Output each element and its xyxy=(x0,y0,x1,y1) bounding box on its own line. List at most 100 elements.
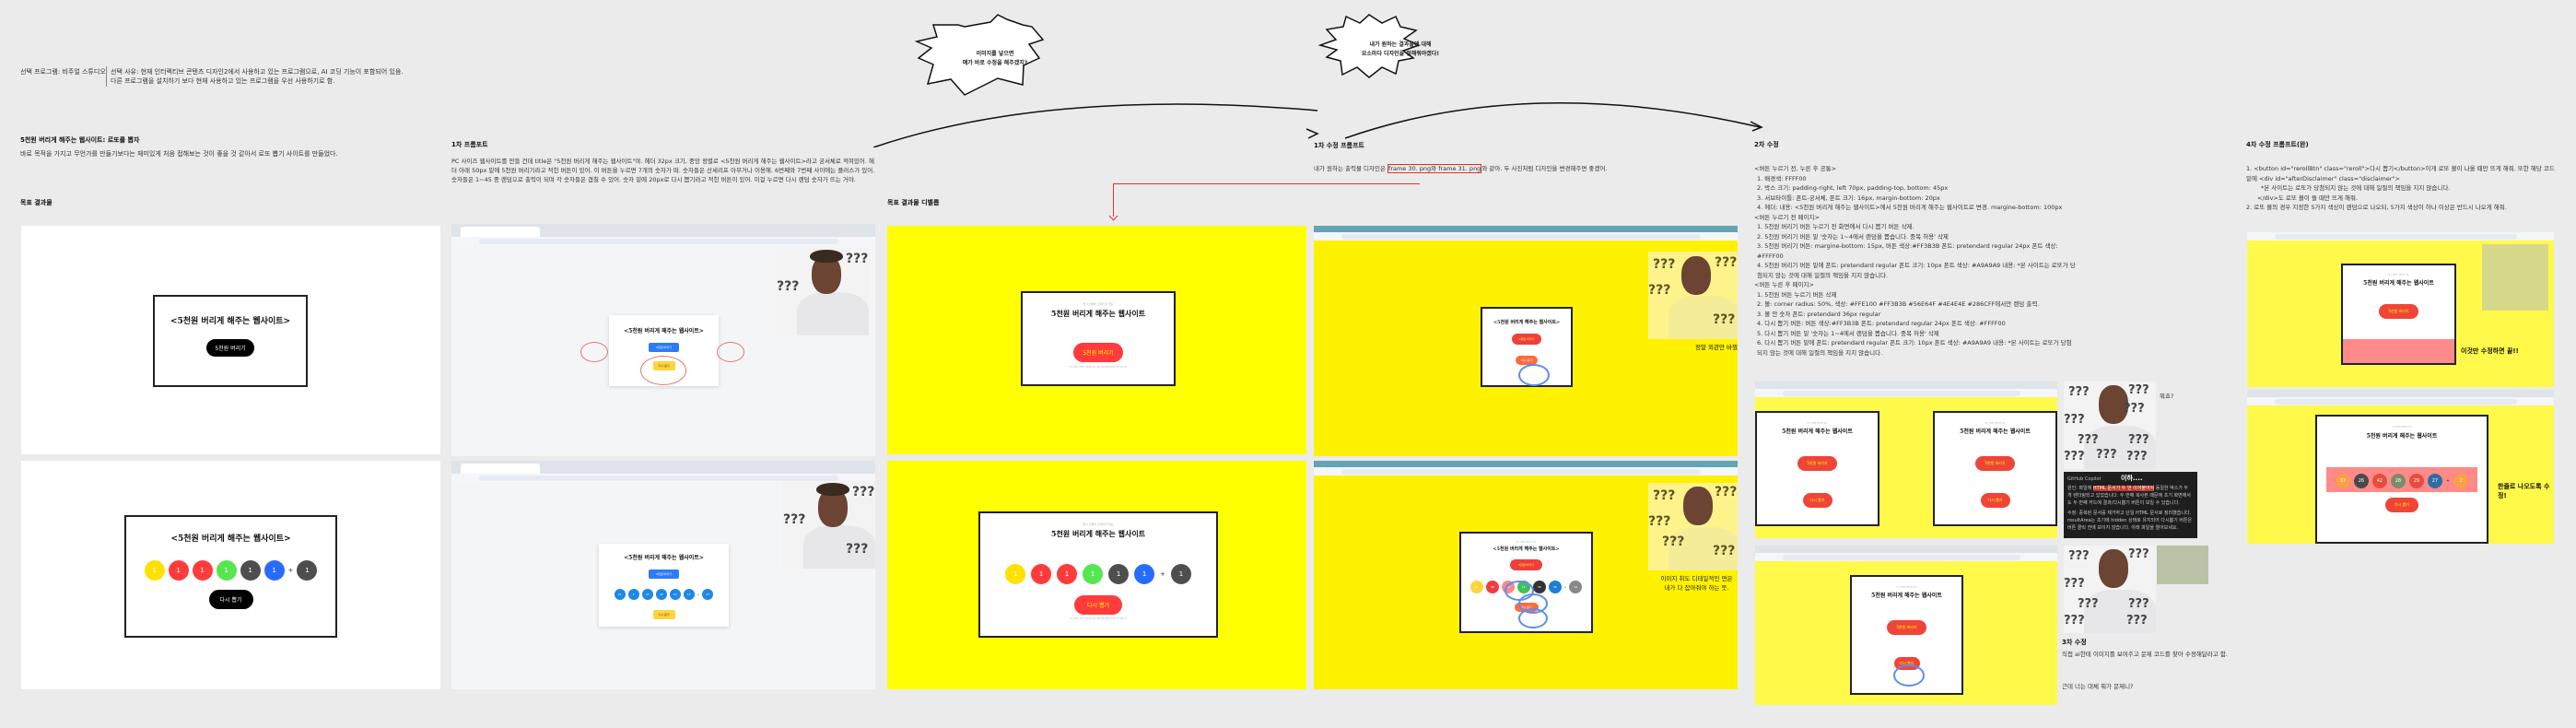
question-marks: ??? xyxy=(2096,448,2117,462)
site-card: 현시 인생이 오래가지 않는 5천원 버리게 해주는 웹사이트 5천원 버리기 … xyxy=(1755,411,1879,526)
plus-sign: + xyxy=(1160,570,1165,578)
confused-meme-image: ??? ??? ??? ??? xyxy=(1648,252,1738,339)
reroll-button[interactable]: 다시 뽑기 xyxy=(1980,493,2010,508)
fourth-fix-title: 4차 수정 프롬프트(완) xyxy=(2246,141,2309,148)
copilot-response-panel: GitHub Copilot 이하.... 원인: 파일에 HTML 문서가 두… xyxy=(2064,472,2197,538)
reroll-button[interactable]: 다시 뽑기 xyxy=(208,590,253,609)
throw-button[interactable]: 5천원 버리기 xyxy=(1511,334,1542,345)
address-bar xyxy=(1755,553,2057,561)
second-fix-item: 1. 배경색: FFFF00 xyxy=(1757,174,1807,182)
first-fix-body: 내가 원하는 출력물 디자인은 frame 30. png와 frame 31.… xyxy=(1314,164,1607,174)
question-marks: ??? xyxy=(2064,413,2085,427)
arrow-curve xyxy=(1344,101,1761,139)
confused-meme-image: ??? ??? xyxy=(777,248,869,335)
site-subtitle: 현시 인생이 오래가지 않는 xyxy=(1083,523,1114,526)
lotto-ball: 1 xyxy=(1083,564,1104,584)
blue-circle-mark xyxy=(1893,664,1925,687)
arrow-curve xyxy=(872,103,1318,147)
goal-label: 목표 결과물 xyxy=(20,199,53,206)
question-marks: ??? xyxy=(2124,402,2145,416)
second-fix-item: 6. 다시 뽑기 버튼 밑에 폰트: pretendard regular 폰트… xyxy=(1757,339,2072,357)
site-card: 현시 인생이 오래가지 않는 5천원 버리게 해주는 웹사이트 5천원 버리기 … xyxy=(1933,411,2057,526)
reroll-button[interactable]: 다시 뽑기 xyxy=(1802,493,1832,508)
site-title: 5천원 버리게 해주는 웹사이트 xyxy=(2366,433,2438,440)
url-field[interactable] xyxy=(479,239,838,244)
second-fix-item: 3. 볼 안 숫자 폰트: pretendard 36px regular xyxy=(1757,310,1881,318)
frame-file-highlight: frame 30. png와 frame 31. png xyxy=(1388,164,1482,173)
question-marks: ??? xyxy=(1648,514,1671,529)
question-marks: ??? xyxy=(852,485,875,499)
lotto-ball: 1 xyxy=(192,560,213,581)
url-field[interactable] xyxy=(1341,469,1701,475)
throw-button[interactable]: 5천원 버리기 xyxy=(649,569,679,579)
arrow-head xyxy=(1306,128,1319,139)
site-card: 현시 인생이 오래가지 않는 5천원 버리게 해주는 웹사이트 5천원 버리기 xyxy=(2341,264,2456,365)
laughing-man-image xyxy=(2157,546,2208,584)
lotto-ball: 1 xyxy=(1057,564,1078,584)
first-fix-screenshot-after: 현시 인생이 오래가지 않는 <5천원 버리게 해주는 웹사이트> 5천원 버리… xyxy=(1314,461,1738,689)
browser-tabbar xyxy=(2247,390,2554,397)
throw-button[interactable]: 5천원 버리기 xyxy=(2379,304,2418,319)
question-marks: ??? xyxy=(2068,549,2090,563)
throw-button[interactable]: 5천원 버리기 xyxy=(1975,456,2015,471)
browser-tab[interactable] xyxy=(461,464,540,474)
url-field[interactable] xyxy=(1783,555,2020,560)
throw-button[interactable]: 5천원 버리기 xyxy=(1073,343,1123,362)
site-card: <5천원 버리게 해주는 웹사이트> 5천원 버리기 xyxy=(153,295,308,387)
url-field[interactable] xyxy=(2275,234,2517,240)
reroll-button[interactable]: 다시 뽑기 xyxy=(1074,595,1122,615)
site-title: <5천원 버리게 해주는 웹사이트> xyxy=(170,534,291,544)
throw-button[interactable]: 5천원 버리기 xyxy=(1510,559,1542,570)
intro-reason-line1: 선택 사유: 현재 인터렉티브 콘텐츠 디자인2에서 사용하고 있는 프로그램으… xyxy=(111,68,404,76)
url-field[interactable] xyxy=(1341,234,1701,240)
second-fix-heading: <버튼 누르기 전, 누른 후 공통> xyxy=(1754,165,1837,172)
throw-button[interactable]: 5천원 버리기 xyxy=(649,343,679,352)
disclaimer: *본 사이트는 로또가 당첨되지 않는 것에 대해 일절의 책임을 지지 않습니… xyxy=(1069,367,1128,369)
url-field[interactable] xyxy=(1783,391,2020,396)
red-arrow-head xyxy=(1108,211,1118,221)
lotto-ball: 30 xyxy=(1485,580,1499,593)
second-fix-item: 4. 헤더: 내용: <5천원 버리게 해주는 웹사이트>에서 5천원 버리게 … xyxy=(1757,204,2063,211)
burst-text: 이미지를 넣으면 얘가 바로 수정을 해주겠지? xyxy=(958,50,1032,68)
question-marks: ??? xyxy=(1713,312,1736,327)
reroll-button[interactable]: 다시 뽑기 xyxy=(2385,498,2418,512)
throw-button[interactable]: 5천원 버리기 xyxy=(1887,620,1926,635)
browser-tab[interactable] xyxy=(461,227,540,237)
burst-line: 이미지를 넣으면 xyxy=(976,51,1014,57)
lotto-ball: 13 xyxy=(683,588,695,600)
copilot-sigh-caption: 이하.... xyxy=(2121,475,2143,482)
throw-button[interactable]: 5천원 버리기 xyxy=(206,339,254,357)
confused-meme-image: ??? ??? ??? ??? ??? ??? ??? xyxy=(2064,546,2156,633)
copilot-header: GitHub Copilot xyxy=(2067,476,2102,482)
reroll-button[interactable]: 다시 뽑기 xyxy=(652,610,675,619)
second-fix-screenshot-duplicate: 현시 인생이 오래가지 않는 5천원 버리게 해주는 웹사이트 5천원 버리기 … xyxy=(1755,382,2057,538)
lotto-ball: 1 xyxy=(168,560,189,581)
throw-button[interactable]: 5천원 버리기 xyxy=(1797,456,1837,471)
lotto-ball: 27 xyxy=(2427,473,2442,488)
third-fix-question: 근데 너는 대체 뭐가 문제니? xyxy=(2062,683,2134,690)
url-field[interactable] xyxy=(2275,399,2517,405)
fourth-fix-screenshot-before: 현시 인생이 오래가지 않는 5천원 버리게 해주는 웹사이트 5천원 버리기 … xyxy=(2247,232,2554,387)
browser-tabbar xyxy=(1314,461,1738,467)
url-field[interactable] xyxy=(479,476,838,481)
annotation-line: 내가 다 잡아줘야 하는 듯. xyxy=(1664,584,1729,592)
lotto-ball: 1 xyxy=(1108,564,1130,584)
second-fix-item: 2. 5천원 버리기 버튼 밑 '숫자는 1~4에서 랜덤을 뽑습니다. 중복 … xyxy=(1757,232,1949,241)
confused-meme-image: ??? ??? ??? ??? ??? ??? ??? ??? ??? xyxy=(2064,382,2156,469)
copilot-cause-highlight: HTML 문서가 두 번 이어붙어져 xyxy=(2092,486,2155,491)
lotto-ball: 1 xyxy=(240,560,261,581)
plus-sign: + xyxy=(697,592,700,596)
site-subtitle: 현시 인생이 오래가지 않는 xyxy=(1807,423,1828,425)
first-prompt-title: 1차 프롬포트 xyxy=(451,141,488,148)
lotto-ball: 27 xyxy=(641,588,653,600)
second-fix-item: 3. 5천원 버리기 버튼: margine-bottom: 15px, 버튼 … xyxy=(1757,242,2058,260)
second-fix-item: 2. 박스 크기: padding-right, left 70px, padd… xyxy=(1757,184,1949,192)
annotation-line: 이미지 취도 디테일적인 면은 xyxy=(1660,575,1733,582)
reroll-button[interactable]: 다시 뽑기 xyxy=(1516,356,1538,365)
site-card: <5천원 버리게 해주는 웹사이트> 5천원 버리기 다시 뽑기 xyxy=(1481,307,1573,387)
